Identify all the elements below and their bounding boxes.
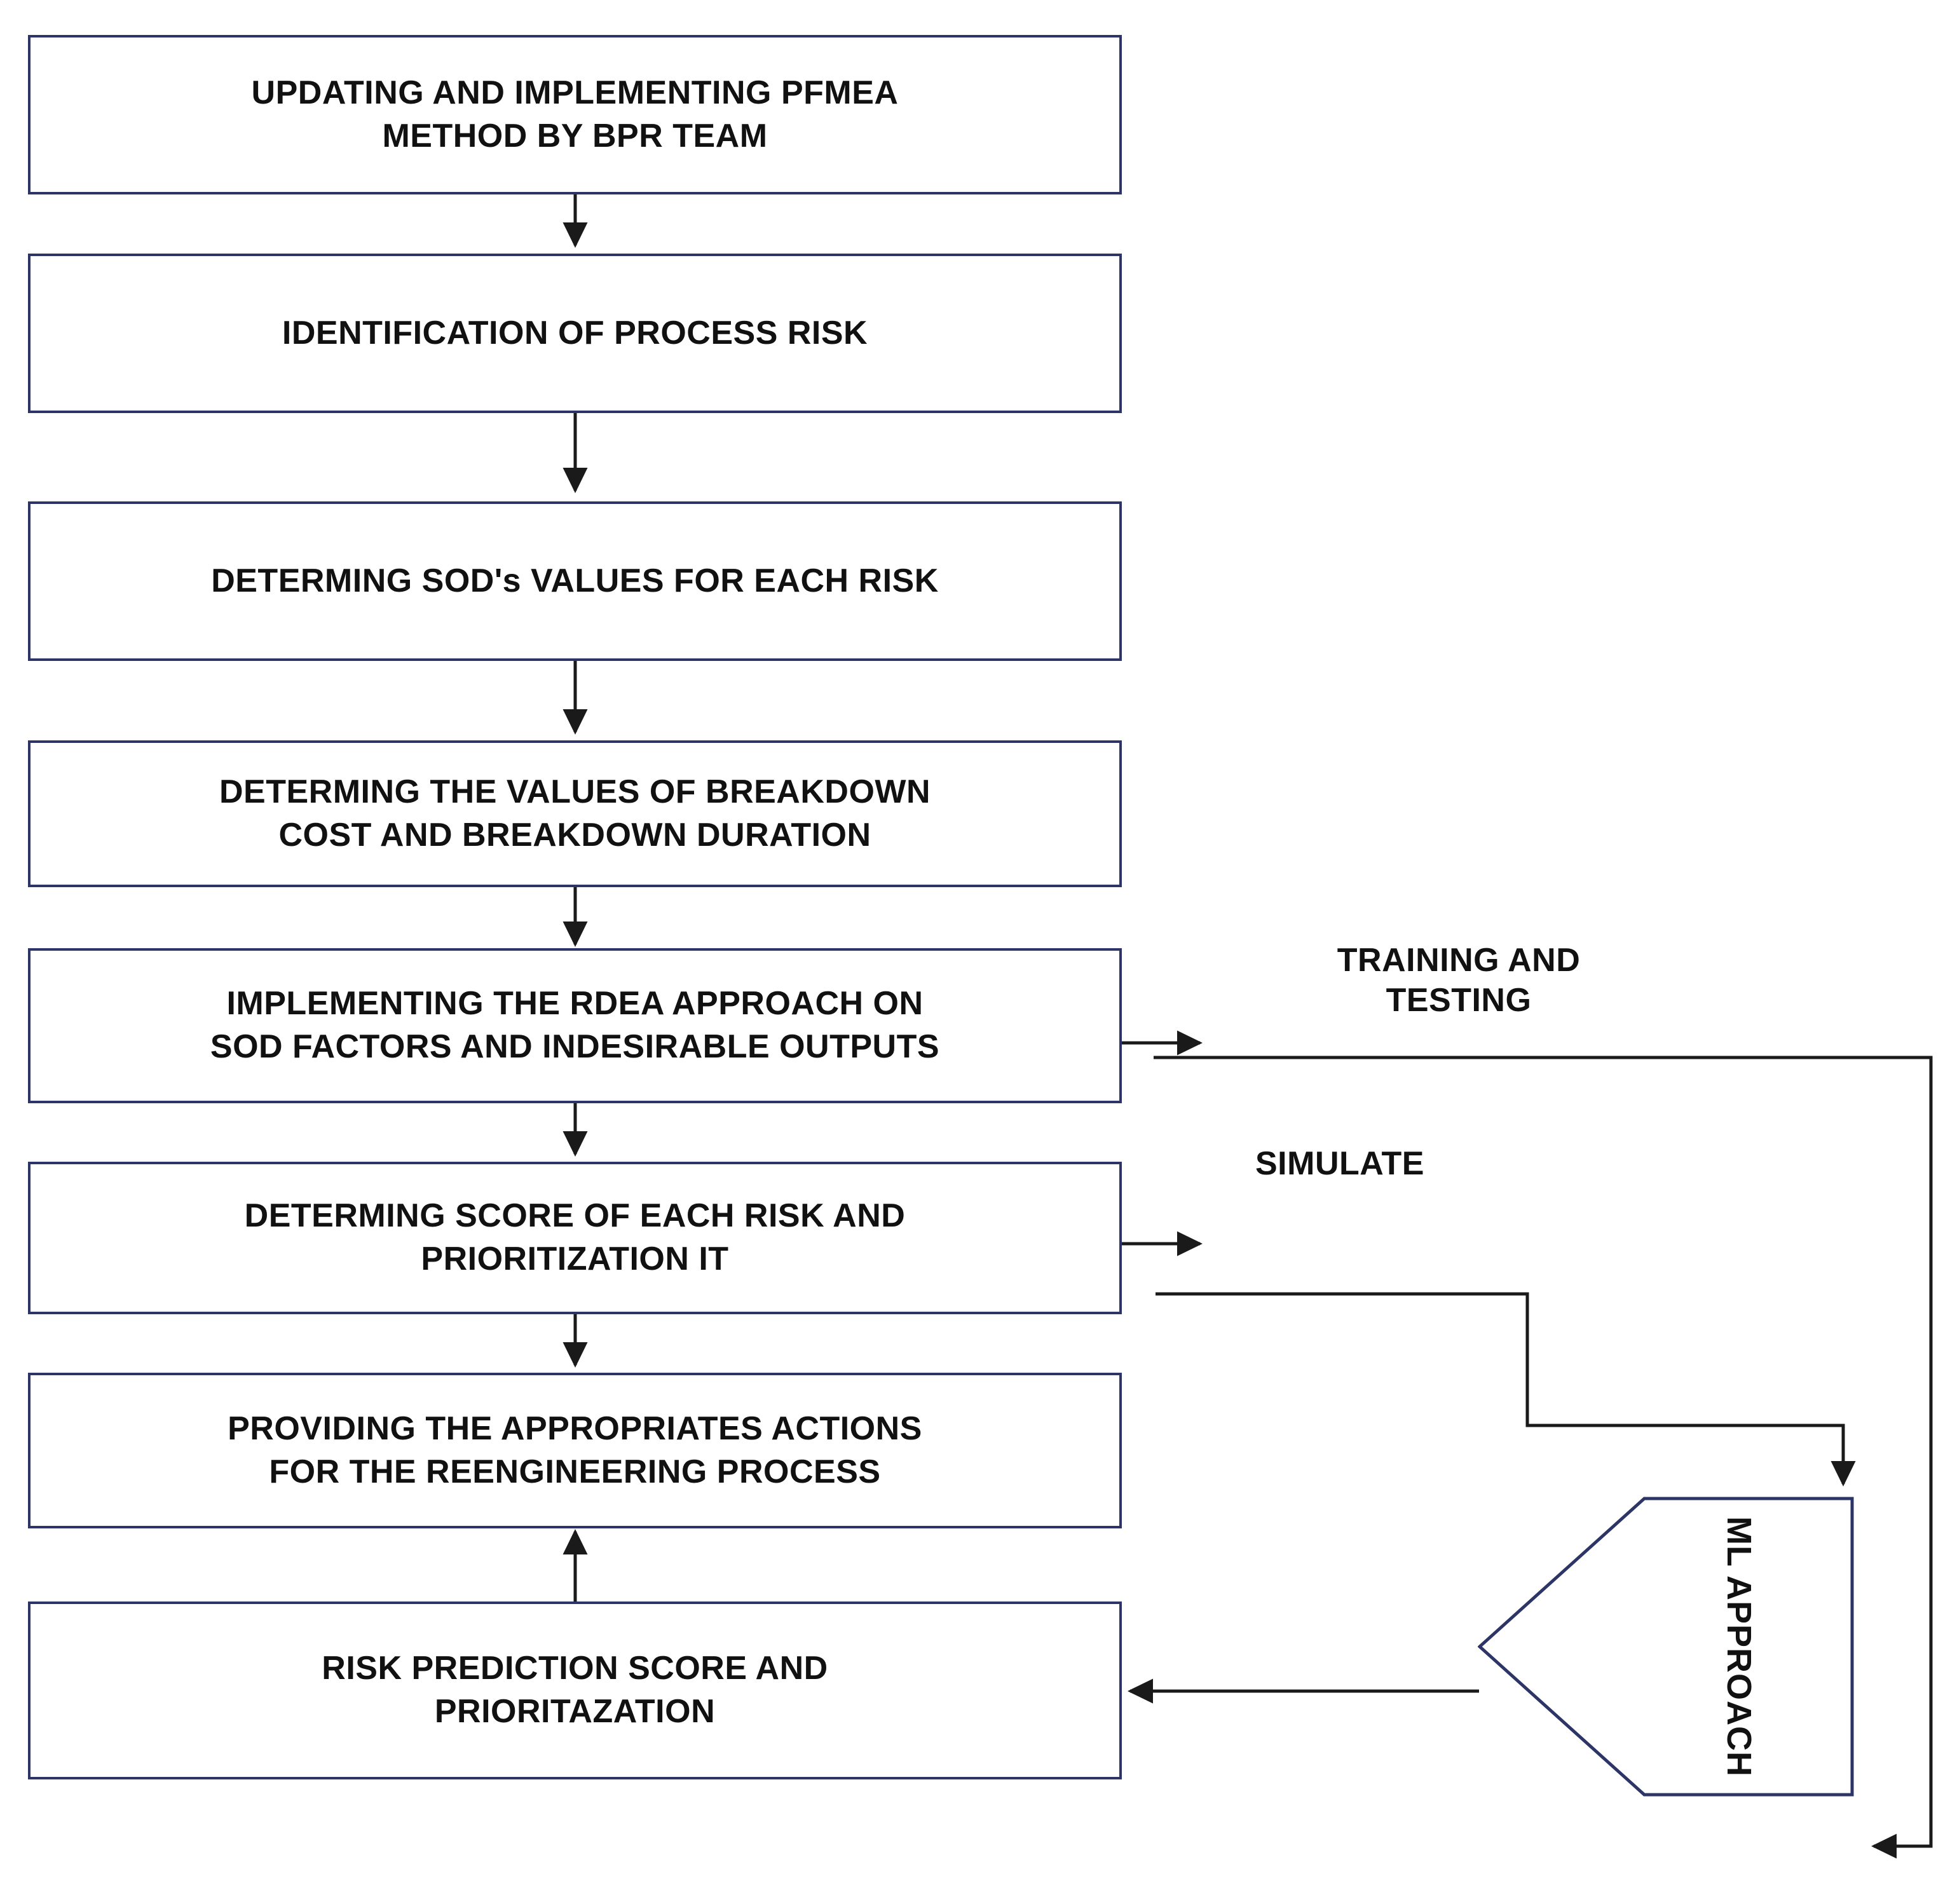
node-label: DETERMING THE VALUES OF BREAKDOWN COST A… xyxy=(219,773,931,853)
node-label: ML APPROACH xyxy=(1720,1516,1758,1777)
node-implementing-rdea-approach[interactable]: IMPLEMENTING THE RDEA APPROACH ON SOD FA… xyxy=(28,948,1122,1103)
node-determing-breakdown-cost-duration[interactable]: DETERMING THE VALUES OF BREAKDOWN COST A… xyxy=(28,740,1122,887)
edge-label-training-and-testing: TRAINING AND TESTING xyxy=(1337,942,1581,1019)
node-ml-approach[interactable]: ML APPROACH xyxy=(1478,1497,1854,1797)
node-label: IDENTIFICATION OF PROCESS RISK xyxy=(282,314,868,351)
node-label: RISK PREDICTION SCORE AND PRIORITAZATION xyxy=(322,1650,828,1730)
node-label: UPDATING AND IMPLEMENTING PFMEA METHOD B… xyxy=(251,74,899,154)
node-determing-score-prioritization[interactable]: DETERMING SCORE OF EACH RISK AND PRIORIT… xyxy=(28,1162,1122,1314)
pentagon-shape xyxy=(1478,1497,1854,1797)
edge-label-simulate: SIMULATE xyxy=(1255,1145,1424,1182)
ml-approach-label-wrap: ML APPROACH xyxy=(1478,1497,1854,1797)
node-identification-of-process-risk[interactable]: IDENTIFICATION OF PROCESS RISK xyxy=(28,254,1122,413)
node-label: PROVIDING THE APPROPRIATES ACTIONS FOR T… xyxy=(228,1410,922,1490)
node-label: IMPLEMENTING THE RDEA APPROACH ON SOD FA… xyxy=(210,985,940,1065)
node-updating-implementing-pfmea[interactable]: UPDATING AND IMPLEMENTING PFMEA METHOD B… xyxy=(28,35,1122,194)
node-risk-prediction-score-prioritazation[interactable]: RISK PREDICTION SCORE AND PRIORITAZATION xyxy=(28,1601,1122,1779)
node-label: DETERMING SOD's VALUES FOR EACH RISK xyxy=(211,562,939,599)
node-label: DETERMING SCORE OF EACH RISK AND PRIORIT… xyxy=(244,1197,906,1277)
node-providing-appropriates-actions[interactable]: PROVIDING THE APPROPRIATES ACTIONS FOR T… xyxy=(28,1373,1122,1528)
node-determing-sod-values[interactable]: DETERMING SOD's VALUES FOR EACH RISK xyxy=(28,501,1122,661)
edge-n6-ml-stair xyxy=(1156,1292,1856,1487)
